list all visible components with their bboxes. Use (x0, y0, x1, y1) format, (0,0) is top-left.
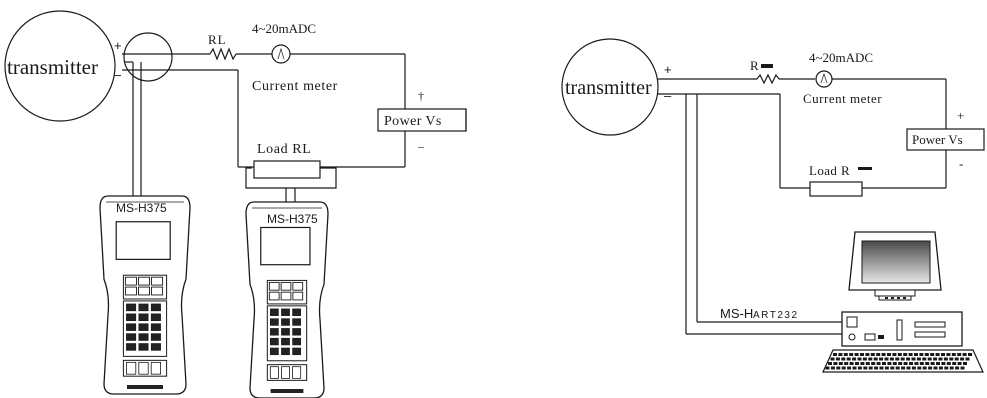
left-device2 (245, 201, 329, 398)
right-interface-label-b: ART232 (753, 310, 799, 321)
left-current-range: 4~20mADC (252, 21, 316, 36)
left-diagram: transmitter + − RL 4~20mADC Current mete… (4, 10, 467, 398)
right-power-label: Power Vs (912, 132, 963, 147)
left-transmitter-label: transmitter (7, 55, 98, 79)
left-resistor-label: RL (208, 32, 227, 47)
right-transmitter-label: transmitter (565, 77, 652, 99)
left-device1-label: MS-H375 (116, 201, 167, 215)
left-transmitter (4, 10, 116, 122)
left-device1 (99, 195, 191, 395)
right-load-label: Load R (809, 163, 850, 178)
right-interface-label-a: MS-H (720, 306, 753, 321)
left-load-label: Load RL (257, 142, 311, 157)
right-resistor (756, 73, 780, 85)
left-connection-circle (123, 32, 173, 82)
left-resistor (209, 47, 237, 61)
left-power-minus: – (417, 139, 425, 153)
right-load-subscript-mark (858, 167, 872, 170)
left-device2-label: MS-H375 (267, 212, 318, 226)
right-resistor-label: R (750, 58, 759, 73)
left-load-box (253, 160, 321, 179)
right-computer (822, 231, 984, 373)
left-plus-terminal: + (114, 38, 122, 53)
left-power-label: Power Vs (384, 114, 442, 129)
right-resistor-subscript-mark (761, 64, 773, 68)
right-power-plus: + (957, 108, 964, 123)
left-minus-terminal: − (114, 68, 122, 83)
right-plus-terminal: + (664, 62, 672, 77)
right-ammeter-icon (815, 70, 833, 88)
right-meter-label: Current meter (803, 91, 882, 106)
left-meter-label: Current meter (252, 79, 338, 94)
left-power-plus: † (418, 89, 424, 103)
right-transmitter (561, 38, 659, 136)
right-load-box (809, 181, 863, 197)
left-ammeter-icon (271, 44, 291, 64)
right-current-range: 4~20mADC (809, 50, 873, 65)
right-diagram: transmitter + – R 4~20mADC Current meter… (561, 38, 985, 373)
right-power-minus: - (959, 156, 963, 171)
right-minus-terminal: – (664, 88, 672, 103)
